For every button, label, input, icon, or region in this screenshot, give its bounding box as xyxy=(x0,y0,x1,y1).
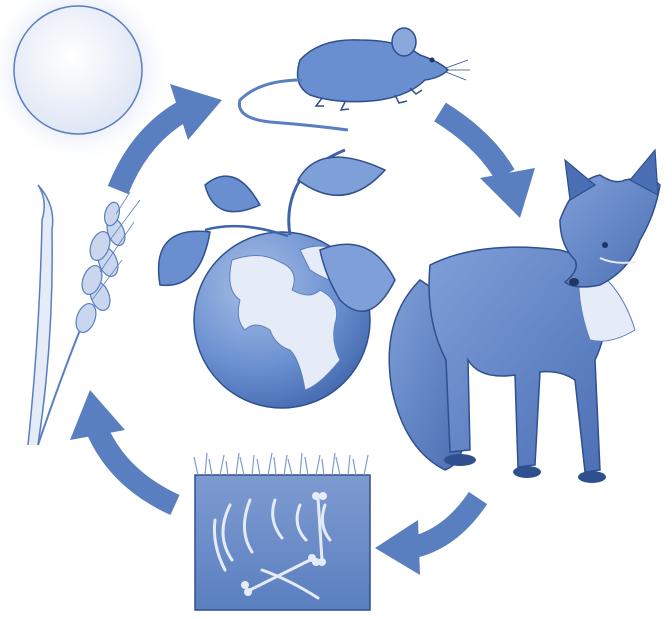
mouse-illustration xyxy=(239,28,470,130)
grass xyxy=(194,453,368,475)
earth-with-leaves-illustration xyxy=(159,150,395,408)
arrow-mouse-to-fox xyxy=(440,112,535,218)
arrow-soil-to-wheat xyxy=(70,390,175,505)
arrow-fox-to-soil xyxy=(375,498,478,575)
soil-with-bones-illustration xyxy=(194,453,370,610)
